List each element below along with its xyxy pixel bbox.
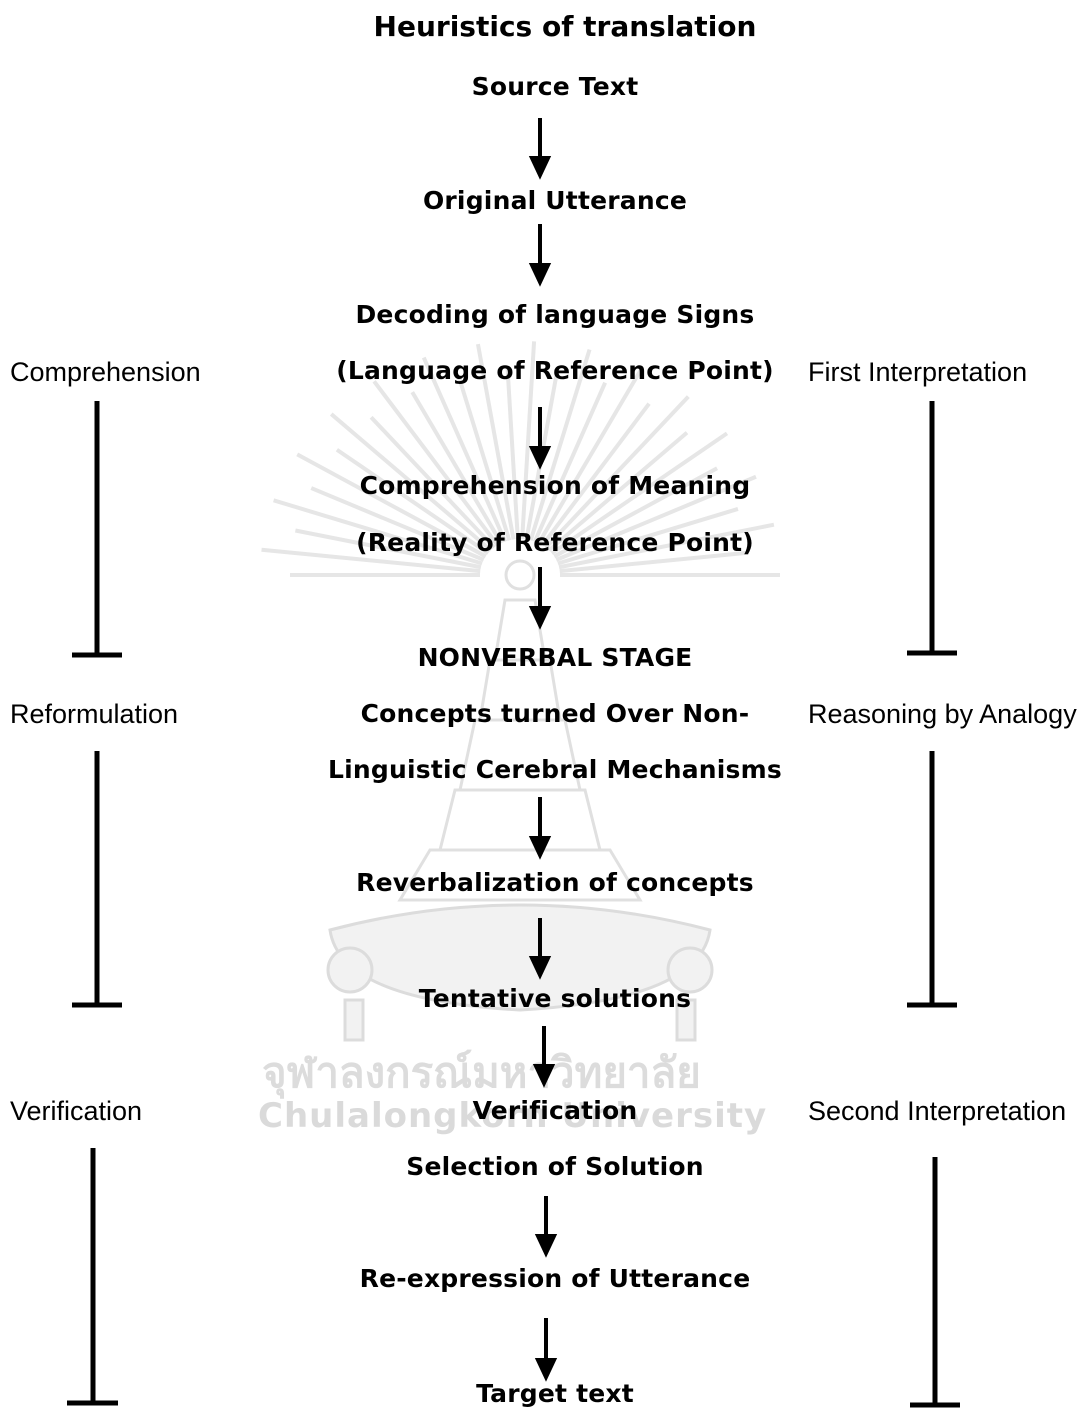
node-target-text: Target text — [476, 1379, 634, 1408]
watermark-ray — [294, 528, 482, 570]
watermark-ray — [559, 550, 749, 574]
node-verification: Verification — [472, 1096, 638, 1125]
watermark-ray — [296, 452, 487, 559]
node-selection-of-solution: Selection of Solution — [406, 1152, 704, 1181]
node-comprehension-meaning: Comprehension of Meaning — [359, 471, 751, 500]
watermark-ray — [261, 547, 481, 574]
arrow-reverbalization-to-tentative — [528, 918, 552, 980]
node-concepts-line1: Concepts turned Over Non- — [360, 699, 750, 728]
watermark-ray — [532, 381, 607, 543]
bracket-comprehension — [72, 401, 122, 658]
arrow-reexpression-to-target — [534, 1318, 558, 1382]
watermark-ray — [369, 415, 496, 549]
bracket-first-interpretation — [907, 401, 957, 656]
arrow-comprehension-to-nonverbal — [528, 567, 552, 630]
left-phase-reformulation: Reformulation — [10, 699, 179, 729]
node-original-utterance: Original Utterance — [422, 186, 688, 215]
watermark-bowl — [326, 903, 714, 1042]
right-phase-second-interpretation: Second Interpretation — [808, 1096, 1067, 1126]
node-decoding-sub: (Language of Reference Point) — [336, 356, 774, 385]
watermark-ray — [553, 466, 719, 559]
watermark-ray — [555, 474, 757, 562]
arrow-source-to-original — [528, 118, 552, 180]
flow-arrows — [528, 118, 558, 1382]
watermark-ray — [558, 522, 775, 570]
watermark-thai-text: จุฬาลงกรณ์มหาวิทยาลัย — [262, 1048, 701, 1097]
arrow-selection-to-reexpression — [534, 1196, 558, 1258]
watermark-crown — [397, 559, 643, 902]
right-phase-first-interpretation: First Interpretation — [808, 357, 1028, 387]
watermark-ray — [557, 506, 739, 566]
watermark-ray — [421, 356, 508, 543]
arrow-tentative-to-verification — [532, 1026, 556, 1088]
watermark-ray — [540, 402, 651, 547]
right-phase-brackets — [907, 401, 960, 1408]
watermark-ray — [537, 367, 644, 545]
left-phase-brackets — [67, 401, 122, 1406]
watermark-ray — [273, 498, 483, 566]
bracket-reformulation — [72, 751, 122, 1008]
watermark-ray — [544, 395, 690, 549]
watermark-sun-rays — [261, 341, 780, 577]
bracket-verification — [67, 1148, 118, 1406]
diagram-title: Heuristics of translation — [373, 10, 757, 43]
right-phase-reasoning-by-analogy: Reasoning by Analogy — [808, 699, 1077, 729]
node-decoding: Decoding of language Signs — [355, 300, 755, 329]
left-phase-comprehension: Comprehension — [10, 357, 201, 387]
node-comprehension-sub: (Reality of Reference Point) — [356, 528, 754, 557]
watermark-ray — [520, 341, 537, 540]
node-nonverbal-stage: NONVERBAL STAGE — [417, 643, 693, 672]
bracket-second-interpretation — [910, 1157, 960, 1408]
watermark-ray — [475, 343, 516, 540]
node-source-text: Source Text — [471, 72, 639, 101]
bracket-reasoning-by-analogy — [907, 751, 957, 1008]
arrow-decoding-to-comprehension — [528, 407, 552, 470]
watermark-ray — [550, 431, 729, 555]
watermark-ray — [528, 348, 592, 541]
node-reverbalization: Reverbalization of concepts — [356, 868, 754, 897]
arrow-concepts-to-reverbalization — [528, 797, 552, 860]
arrow-original-to-decoding — [528, 224, 552, 287]
watermark-ray — [547, 431, 689, 552]
watermark-english-text: Chulalongkorn University — [258, 1096, 768, 1136]
watermark-ray — [310, 486, 485, 562]
watermark-ray — [335, 448, 490, 555]
watermark-ray — [505, 368, 520, 540]
node-concepts-line2: Linguistic Cerebral Mechanisms — [328, 755, 782, 784]
node-re-expression: Re-expression of Utterance — [359, 1264, 751, 1293]
node-tentative-solutions: Tentative solutions — [418, 984, 692, 1013]
watermark-ray — [372, 380, 500, 547]
watermark-ray — [329, 412, 493, 552]
watermark-ray — [410, 391, 503, 545]
watermark-ray — [456, 374, 512, 541]
left-phase-verification: Verification — [10, 1096, 143, 1126]
